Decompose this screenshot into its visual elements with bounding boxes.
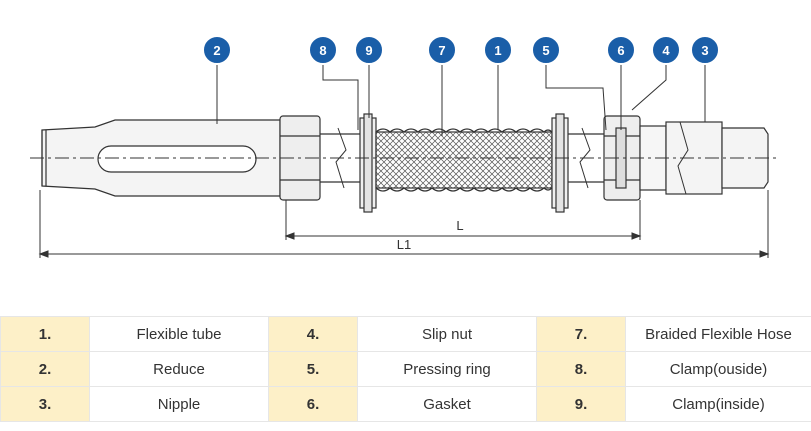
- svg-text:8: 8: [319, 43, 326, 58]
- legend-number: 3.: [0, 386, 90, 422]
- legend-part-name: Gasket: [357, 386, 537, 422]
- nipple-part: [639, 121, 769, 195]
- svg-text:6: 6: [617, 43, 624, 58]
- braided-hose: [375, 128, 553, 192]
- dimension-l-label: L: [456, 218, 463, 233]
- callout-5: 5: [531, 35, 561, 65]
- legend-number: 7.: [536, 316, 626, 352]
- svg-text:5: 5: [542, 43, 549, 58]
- callout-7: 7: [427, 35, 457, 65]
- svg-text:1: 1: [494, 43, 501, 58]
- legend-part-name: Flexible tube: [89, 316, 269, 352]
- dimensions: [38, 190, 770, 258]
- legend-number: 8.: [536, 351, 626, 387]
- legend-part-name: Braided Flexible Hose: [625, 316, 811, 352]
- legend-row: 3. Nipple 6. Gasket 9. Clamp(inside): [0, 386, 811, 422]
- svg-text:4: 4: [662, 43, 670, 58]
- callout-9: 9: [354, 35, 384, 65]
- legend-part-name: Clamp(ouside): [625, 351, 811, 387]
- legend-number: 1.: [0, 316, 90, 352]
- legend-number: 9.: [536, 386, 626, 422]
- callout-4: 4: [651, 35, 681, 65]
- legend-part-name: Nipple: [89, 386, 269, 422]
- dimension-l1-label: L1: [397, 237, 411, 252]
- legend-number: 4.: [268, 316, 358, 352]
- callout-6: 6: [606, 35, 636, 65]
- hose-assembly-diagram: L L1 2 8 9 7 1 5 6 4: [30, 35, 780, 258]
- svg-text:2: 2: [213, 43, 220, 58]
- svg-text:7: 7: [438, 43, 445, 58]
- legend-row: 1. Flexible tube 4. Slip nut 7. Braided …: [0, 316, 811, 352]
- parts-legend-table: 1. Flexible tube 4. Slip nut 7. Braided …: [0, 316, 811, 422]
- callout-8: 8: [308, 35, 338, 65]
- legend-part-name: Reduce: [89, 351, 269, 387]
- assembly-drawing: [30, 113, 780, 213]
- svg-text:9: 9: [365, 43, 372, 58]
- legend-row: 2. Reduce 5. Pressing ring 8. Clamp(ousi…: [0, 351, 811, 387]
- legend-part-name: Pressing ring: [357, 351, 537, 387]
- legend-number: 2.: [0, 351, 90, 387]
- legend-number: 6.: [268, 386, 358, 422]
- callout-3: 3: [690, 35, 720, 65]
- leader-lines: [216, 64, 706, 136]
- legend-number: 5.: [268, 351, 358, 387]
- callout-2: 2: [202, 35, 232, 65]
- legend-part-name: Slip nut: [357, 316, 537, 352]
- svg-text:3: 3: [701, 43, 708, 58]
- callout-1: 1: [483, 35, 513, 65]
- legend-part-name: Clamp(inside): [625, 386, 811, 422]
